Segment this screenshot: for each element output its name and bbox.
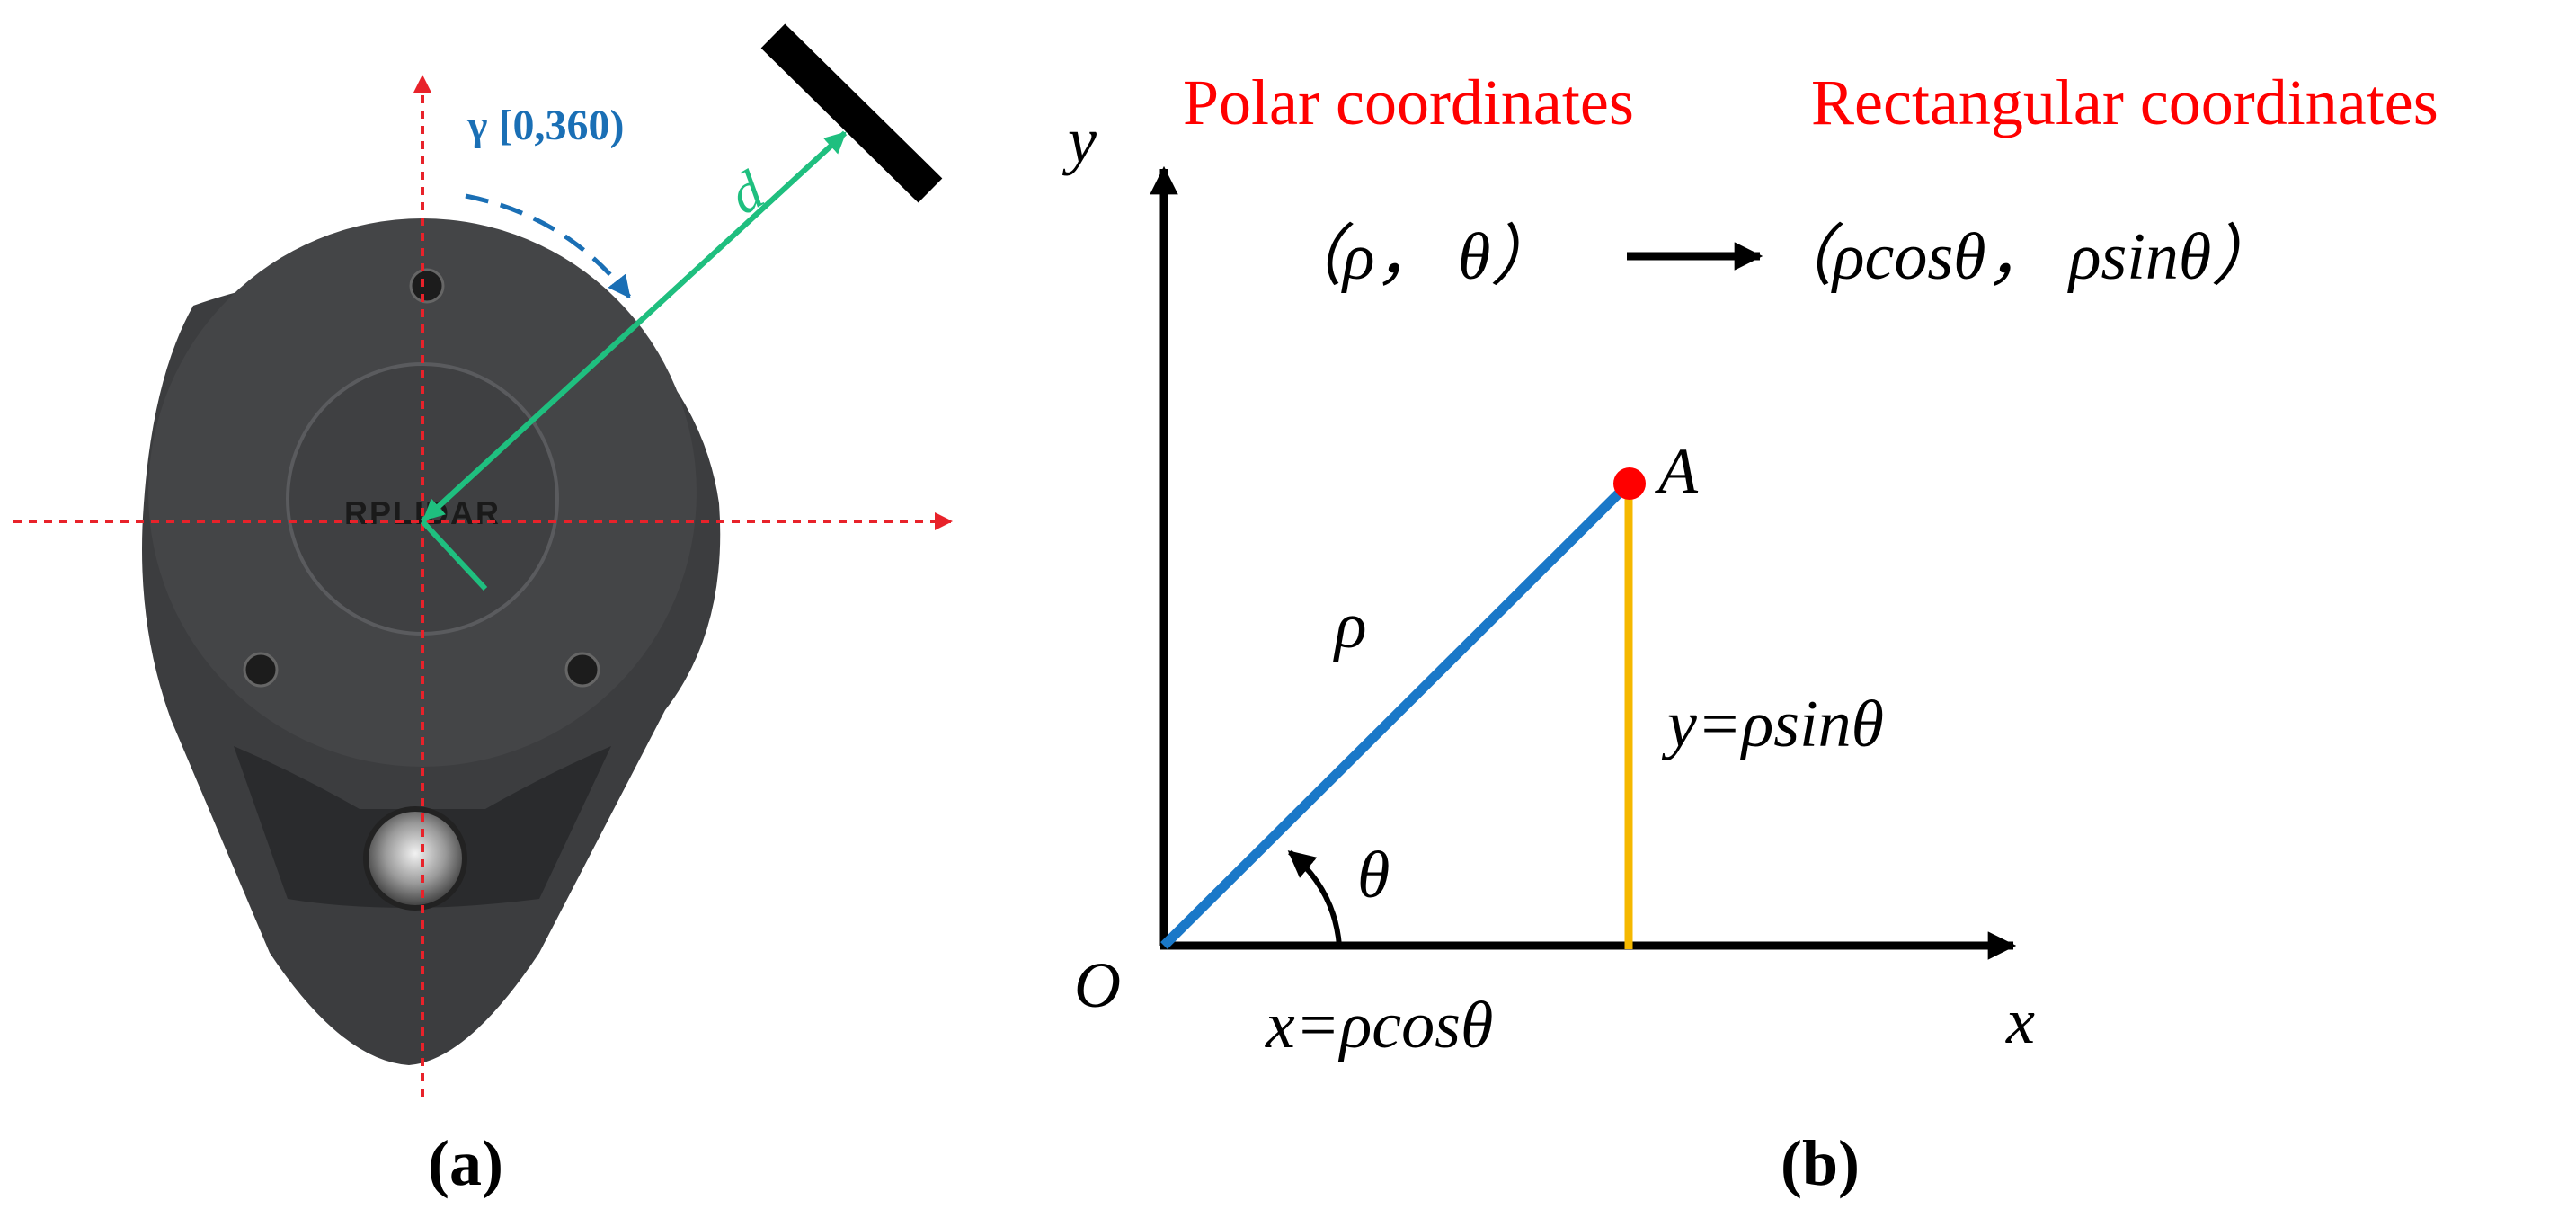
panel-b-label: (b) <box>1781 1127 1860 1199</box>
polar-tuple: （ρ， θ） <box>1276 220 1557 294</box>
rho-label: ρ <box>1333 589 1367 662</box>
distance-label: d <box>719 159 775 227</box>
obstacle-bar <box>760 23 943 203</box>
point-a-label: A <box>1655 435 1699 507</box>
panel-b: Polar coordinates Rectangular coordinate… <box>1061 67 2438 1199</box>
beam-short-segment <box>420 519 488 591</box>
point-a <box>1613 467 1646 500</box>
y-equation: y=ρsinθ <box>1661 688 1884 761</box>
lidar-device: RPLIDAR <box>142 218 721 1065</box>
polar-heading: Polar coordinates <box>1183 67 1634 138</box>
rect-tuple: （ρcosθ， ρsinθ） <box>1766 220 2278 294</box>
origin-label: O <box>1074 949 1121 1021</box>
x-axis-label: x <box>2005 985 2035 1057</box>
screw-right <box>564 652 600 688</box>
panel-a: RPLIDAR γ [0,360) d (a) <box>13 23 953 1199</box>
theta-label: θ <box>1357 839 1390 912</box>
screw-top <box>409 268 445 304</box>
screw-left <box>243 652 279 688</box>
x-equation: x=ρcosθ <box>1265 989 1493 1062</box>
rho-line <box>1160 482 1630 949</box>
rect-heading: Rectangular coordinates <box>1811 67 2438 138</box>
angle-label: γ [0,360) <box>466 102 624 149</box>
beam-to-center <box>422 130 848 522</box>
y-axis-label: y <box>1061 104 1097 176</box>
device-lens <box>363 806 467 911</box>
theta-arc <box>1287 849 1342 947</box>
panel-a-label: (a) <box>428 1127 503 1199</box>
